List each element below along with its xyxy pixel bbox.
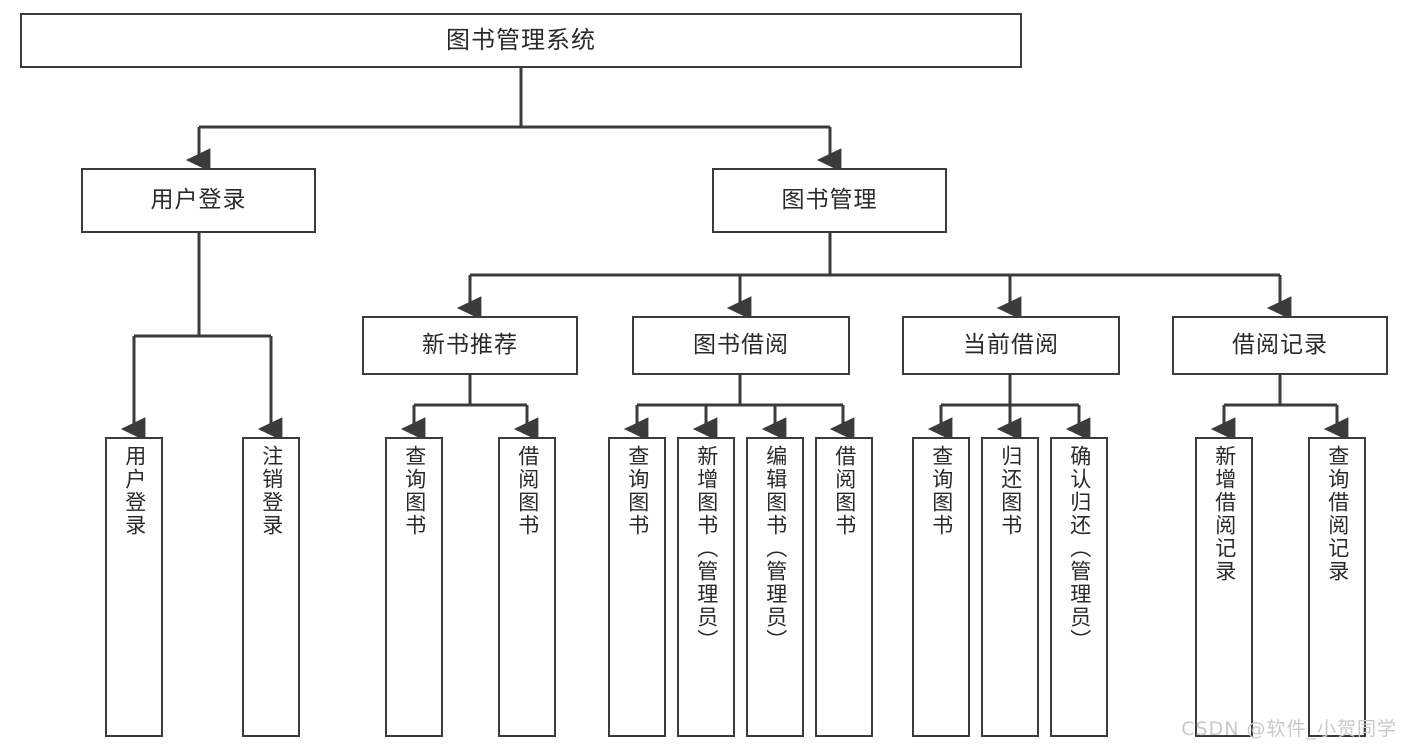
leaf-book-borrow-query[interactable]: 查询图书: [608, 437, 666, 737]
leaf-new-book-query[interactable]: 查询图书: [385, 437, 443, 737]
node-label: 查询图书: [402, 445, 427, 537]
node-root-system[interactable]: 图书管理系统: [20, 13, 1022, 68]
node-label: 新增借阅记录: [1212, 445, 1237, 583]
node-label: 确认归还（管理员）: [1067, 445, 1092, 652]
node-label: 图书借阅: [693, 331, 789, 358]
node-current-borrow[interactable]: 当前借阅: [902, 316, 1120, 375]
leaf-book-borrow-lend[interactable]: 借阅图书: [815, 437, 873, 737]
leaf-current-borrow-query[interactable]: 查询图书: [912, 437, 970, 737]
leaf-borrow-record-query[interactable]: 查询借阅记录: [1308, 437, 1366, 737]
node-label: 当前借阅: [963, 331, 1059, 358]
leaf-user-login-signin[interactable]: 用户登录: [105, 437, 163, 737]
leaf-current-borrow-return[interactable]: 归还图书: [981, 437, 1039, 737]
node-label: 归还图书: [998, 445, 1023, 537]
node-label: 查询借阅记录: [1325, 445, 1350, 583]
node-label: 用户登录: [122, 445, 147, 537]
node-label: 图书管理: [781, 186, 878, 213]
node-label: 注销登录: [259, 445, 284, 537]
leaf-user-login-signout[interactable]: 注销登录: [242, 437, 300, 737]
leaf-current-borrow-confirm[interactable]: 确认归还（管理员）: [1050, 437, 1108, 737]
node-label: 查询图书: [625, 445, 650, 537]
node-label: 新增图书（管理员）: [694, 445, 719, 652]
leaf-borrow-record-add[interactable]: 新增借阅记录: [1195, 437, 1253, 737]
node-user-login[interactable]: 用户登录: [81, 168, 316, 233]
node-label: 编辑图书（管理员）: [763, 445, 788, 652]
node-label: 借阅记录: [1232, 331, 1328, 358]
node-label: 新书推荐: [422, 331, 518, 358]
node-label: 借阅图书: [515, 445, 540, 537]
node-label: 图书管理系统: [446, 26, 596, 55]
leaf-book-borrow-add[interactable]: 新增图书（管理员）: [677, 437, 735, 737]
node-new-book-recommend[interactable]: 新书推荐: [362, 316, 578, 375]
leaf-new-book-borrow[interactable]: 借阅图书: [498, 437, 556, 737]
node-book-management[interactable]: 图书管理: [712, 168, 947, 233]
node-book-borrow[interactable]: 图书借阅: [632, 316, 850, 375]
node-label: 查询图书: [929, 445, 954, 537]
leaf-book-borrow-edit[interactable]: 编辑图书（管理员）: [746, 437, 804, 737]
node-borrow-record[interactable]: 借阅记录: [1172, 316, 1388, 375]
node-label: 借阅图书: [832, 445, 857, 537]
node-label: 用户登录: [150, 186, 247, 213]
